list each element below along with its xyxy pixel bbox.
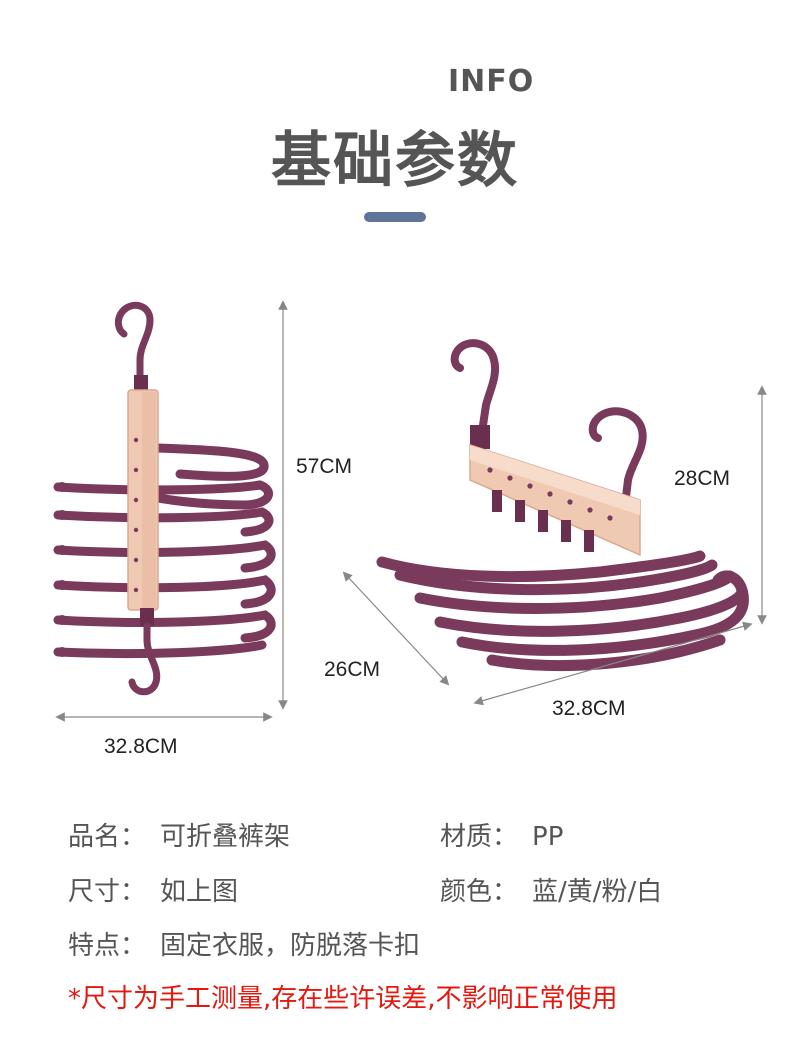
- spec-feature: 特点： 固定衣服，防脱落卡扣: [68, 925, 420, 962]
- folded-height-label: 57CM: [296, 455, 353, 478]
- open-hanger-image: [376, 339, 749, 672]
- open-width-label: 32.8CM: [552, 697, 626, 720]
- spec-size-value: 如上图: [160, 877, 239, 907]
- spec-feature-label: 特点：: [68, 931, 147, 961]
- open-width-dimension-line: [473, 621, 753, 706]
- open-depth-label: 26CM: [324, 658, 381, 681]
- depth-dimension-line: [342, 571, 450, 686]
- product-illustration: [53, 300, 767, 722]
- spec-color-value: 蓝/黄/粉/白: [532, 877, 663, 907]
- accent-bar: [364, 212, 426, 222]
- spec-feature-value: 固定衣服，防脱落卡扣: [160, 931, 421, 961]
- spec-material: 材质： PP: [440, 816, 563, 853]
- spec-color-label: 颜色：: [440, 877, 519, 907]
- spec-material-label: 材质：: [440, 822, 519, 852]
- spec-size-label: 尺寸：: [68, 877, 147, 907]
- spec-name-value: 可折叠裤架: [160, 822, 291, 852]
- spec-name: 品名： 可折叠裤架: [68, 816, 290, 853]
- spec-name-label: 品名：: [68, 822, 147, 852]
- page-title: 基础参数: [271, 126, 519, 196]
- open-height-label: 28CM: [674, 467, 731, 490]
- spec-material-value: PP: [532, 822, 564, 852]
- measurement-note: *尺寸为手工测量,存在些许误差,不影响正常使用: [68, 984, 618, 1014]
- spec-color: 颜色： 蓝/黄/粉/白: [440, 871, 662, 908]
- folded-width-label: 32.8CM: [104, 735, 178, 758]
- folded-hanger-image: [53, 301, 276, 696]
- spec-size: 尺寸： 如上图: [68, 871, 238, 908]
- info-label: INFO: [448, 64, 535, 99]
